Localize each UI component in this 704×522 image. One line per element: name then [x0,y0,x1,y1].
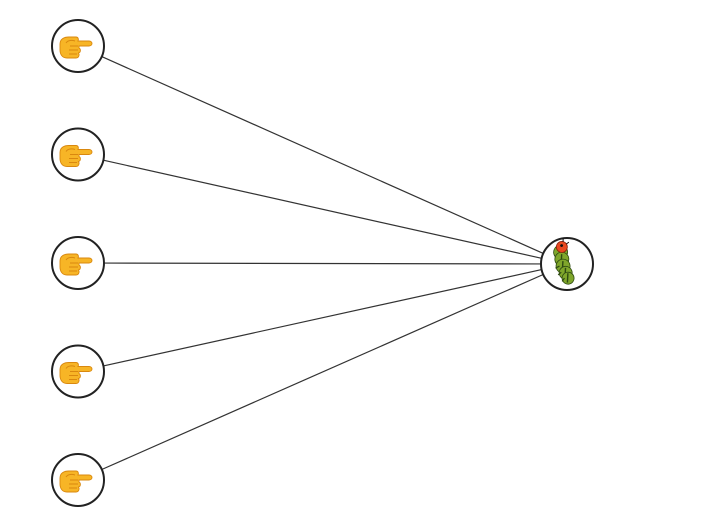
source-node-2 [51,127,105,182]
edges [101,56,544,471]
edge-1 [101,56,544,254]
edge-2 [103,159,542,259]
source-node-1 [51,19,105,73]
source-node-5 [51,453,105,507]
pointing-right-hand-icon [59,145,93,167]
source-node-4 [51,344,105,399]
nodes [51,19,594,507]
edge-4 [103,268,542,367]
pointing-right-hand-icon [59,470,93,493]
caterpillar-bug-icon [553,238,575,285]
target-node [540,237,594,291]
pointing-right-hand-icon [59,36,93,59]
source-node-3 [51,236,105,290]
pointing-right-hand-icon [59,253,93,276]
pointing-right-hand-icon [59,362,93,384]
edge-3 [103,262,542,265]
edge-5 [101,273,544,471]
